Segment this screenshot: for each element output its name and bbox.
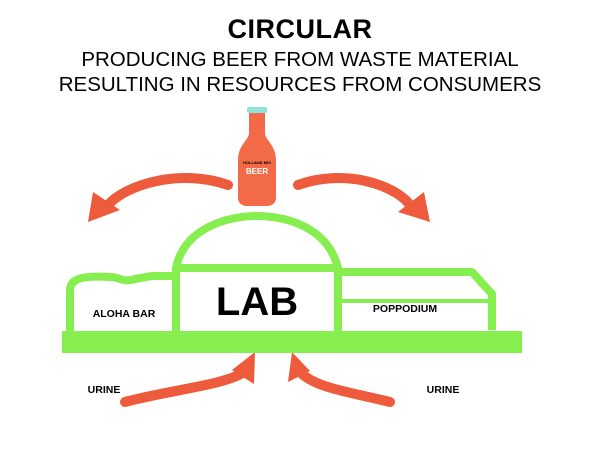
arrow-urine-left-to-lab	[120, 367, 249, 407]
poppodium-building	[334, 268, 496, 336]
arrowhead-urine-right	[288, 352, 310, 382]
building-label-lab: LAB	[216, 280, 298, 324]
ground-base	[62, 331, 522, 353]
arrowhead-urine-left	[232, 352, 255, 384]
bottle-cap	[247, 107, 267, 113]
input-label-urine-right: URINE	[427, 384, 460, 396]
input-label-urine-left: URINE	[88, 384, 121, 396]
lab-dome	[172, 212, 342, 336]
bottle-body	[238, 113, 276, 206]
beer-bottle: HOLLAND MIX BEER	[238, 107, 276, 206]
building-label-poppodium: POPPODIUM	[373, 303, 437, 315]
building-label-aloha-bar: ALOHA BAR	[93, 308, 156, 320]
arrow-bottle-to-right	[293, 173, 415, 210]
bottle-label-small: HOLLAND MIX	[243, 160, 271, 165]
arrowhead-left	[88, 192, 120, 222]
diagram-subtitle-line-1: PRODUCING BEER FROM WASTE MATERIAL	[81, 48, 519, 71]
arrow-urine-right-to-lab	[295, 367, 395, 407]
diagram-title: CIRCULAR	[227, 14, 373, 44]
arrow-bottle-to-left	[103, 173, 233, 210]
arrowhead-right	[398, 192, 430, 222]
diagram-subtitle-line-2: RESULTING IN RESOURCES FROM CONSUMERS	[58, 73, 542, 96]
bottle-label: BEER	[246, 167, 268, 176]
aloha-bar-building	[66, 272, 180, 336]
